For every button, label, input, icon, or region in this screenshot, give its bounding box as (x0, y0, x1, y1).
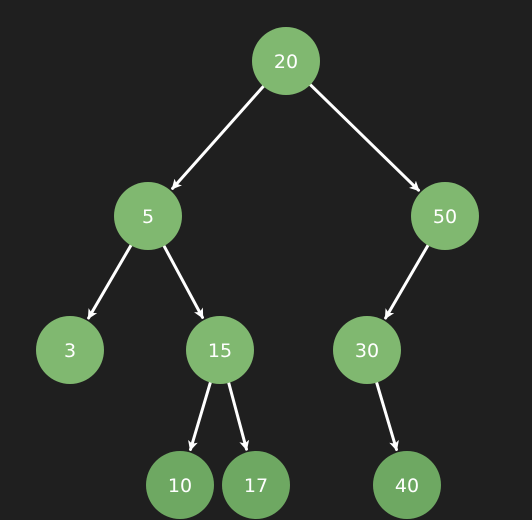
node-label: 5 (142, 206, 154, 228)
edge-15-10 (188, 379, 213, 451)
node-circle (411, 182, 479, 250)
node-label: 50 (433, 206, 457, 228)
node-circle (252, 27, 320, 95)
node-label: 30 (355, 340, 379, 362)
tree-node-5: 5 (114, 182, 182, 250)
node-circle (36, 316, 104, 384)
node-circle (333, 316, 401, 384)
edge-30-40 (374, 379, 399, 451)
tree-node-50: 50 (411, 182, 479, 250)
edge-20-5 (171, 83, 267, 190)
edge-50-30 (384, 242, 431, 320)
tree-node-20: 20 (252, 27, 320, 95)
tree-node-17: 17 (222, 451, 290, 519)
node-label: 20 (274, 51, 298, 73)
node-circle (186, 316, 254, 384)
node-circle (373, 451, 441, 519)
edge-15-17 (226, 379, 250, 451)
tree-node-3: 3 (36, 316, 104, 384)
node-label: 3 (64, 340, 76, 362)
edge-20-50 (307, 81, 420, 192)
nodes: 20 5 50 3 15 30 (36, 27, 479, 519)
edge-5-3 (87, 242, 134, 320)
edges (87, 81, 431, 451)
node-label: 10 (168, 475, 192, 497)
edge-5-15 (161, 242, 204, 319)
tree-node-30: 30 (333, 316, 401, 384)
tree-node-10: 10 (146, 451, 214, 519)
node-label: 17 (244, 475, 268, 497)
node-circle (222, 451, 290, 519)
node-label: 40 (395, 475, 419, 497)
node-circle (146, 451, 214, 519)
tree-node-40: 40 (373, 451, 441, 519)
node-label: 15 (208, 340, 232, 362)
node-circle (114, 182, 182, 250)
tree-node-15: 15 (186, 316, 254, 384)
